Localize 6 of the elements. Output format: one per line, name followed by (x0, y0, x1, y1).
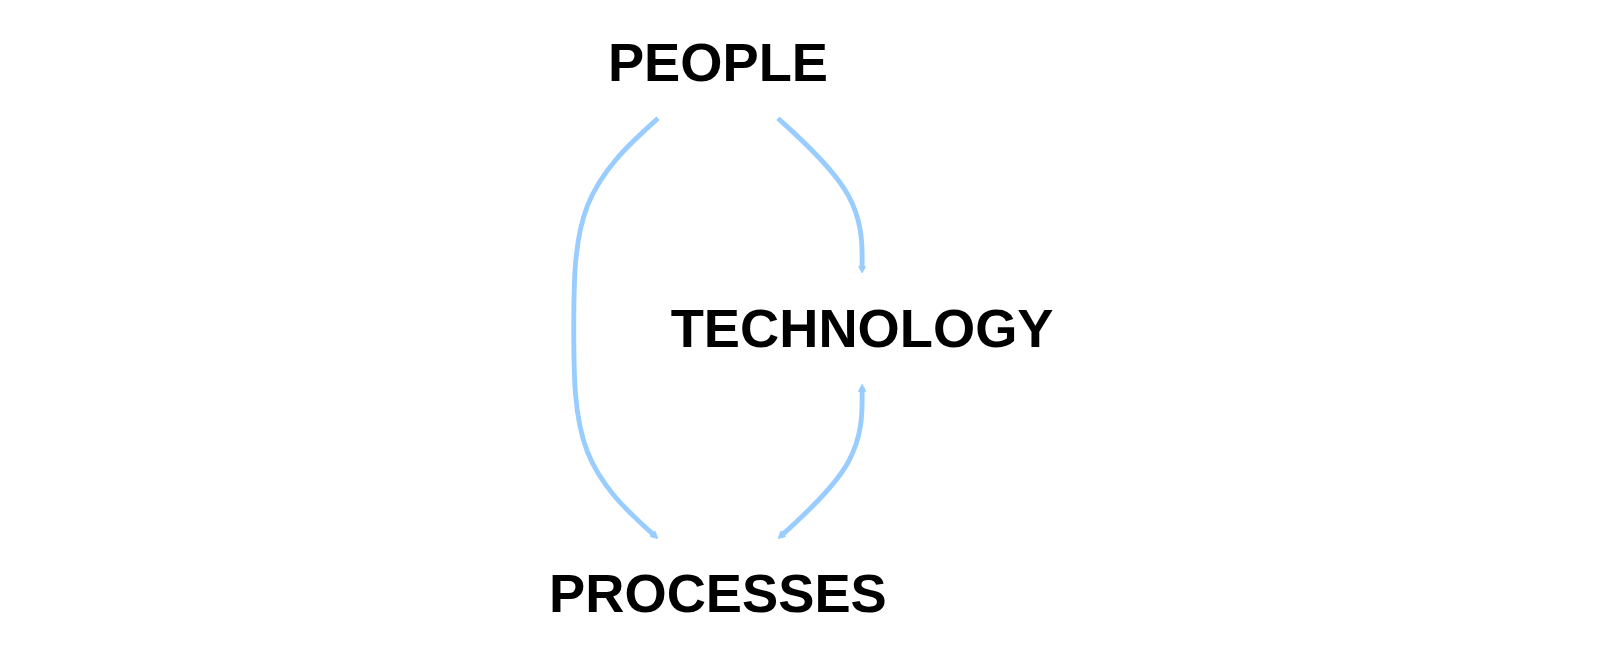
node-text: PEOPLE (607, 31, 828, 94)
arrow (777, 383, 867, 540)
arrow (571, 116, 660, 540)
node-text: PROCESSES (548, 563, 887, 625)
arrow (775, 116, 867, 274)
node-text: TECHNOLOGY (670, 297, 1054, 359)
